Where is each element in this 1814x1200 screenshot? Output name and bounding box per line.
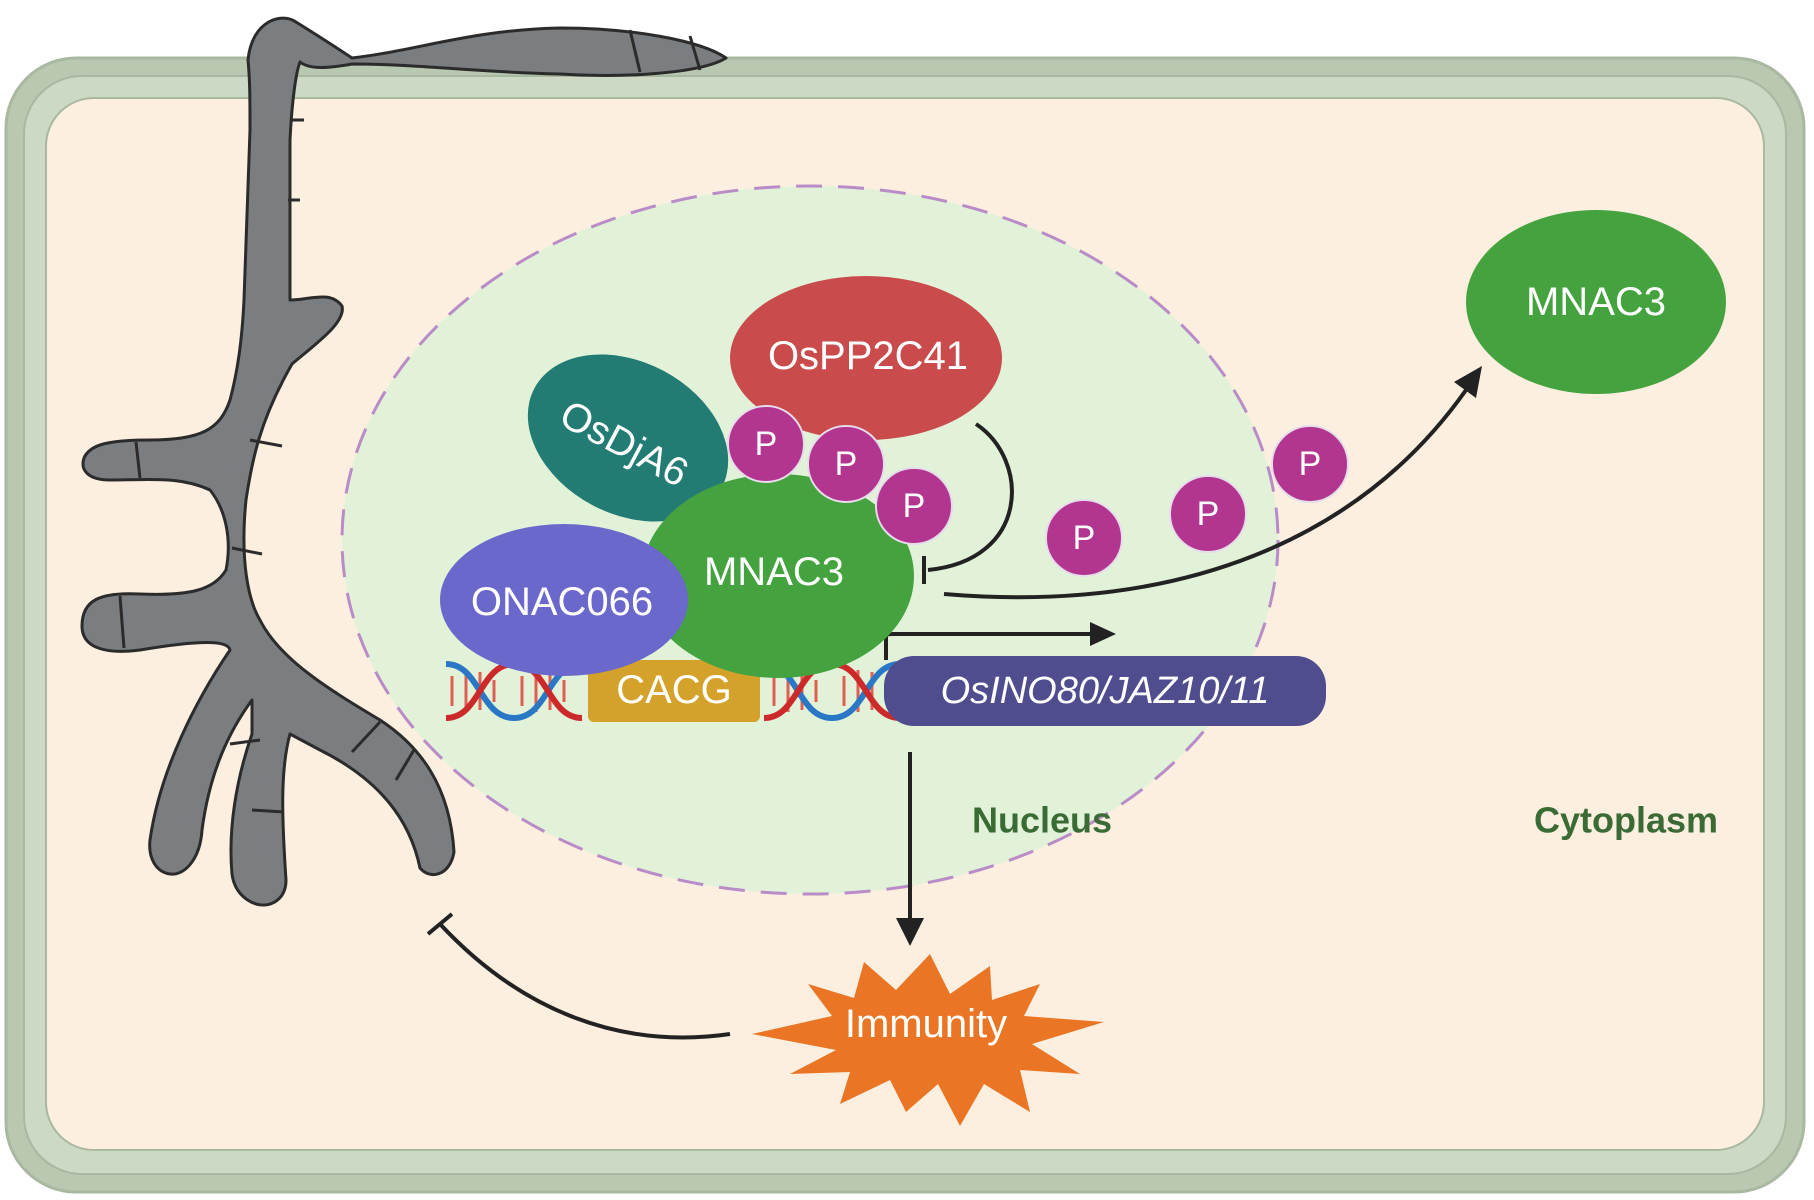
fungal-hypha-icon [80, 16, 728, 907]
osdja6-protein: OsDjA6 [527, 354, 729, 522]
svg-text:P: P [1197, 495, 1220, 533]
phospho-group: P [1045, 499, 1123, 577]
svg-text:P: P [755, 425, 778, 463]
nucleus-label: Nucleus [972, 800, 1112, 841]
mnac3-cytoplasm-label: MNAC3 [1526, 280, 1666, 324]
mnac3-nuclear-protein: MNAC3 [642, 474, 914, 678]
onac066-label: ONAC066 [471, 580, 653, 624]
immunity-label: Immunity [845, 1002, 1007, 1046]
dephosphorylation-inhibition-arrow [927, 422, 1014, 572]
ospp2c41-label: OsPP2C41 [768, 334, 968, 378]
nuclear-export-arrowhead [1454, 366, 1482, 398]
target-gene-box: OsINO80/JAZ10/11 [884, 656, 1326, 726]
svg-text:P: P [1299, 445, 1322, 483]
svg-text:P: P [1073, 519, 1096, 557]
svg-text:P: P [903, 487, 926, 525]
starburst-icon [752, 954, 1104, 1126]
phospho-group: P [807, 425, 885, 503]
phospho-group: P [875, 467, 953, 545]
svg-text:P: P [835, 445, 858, 483]
cacg-label: CACG [616, 668, 732, 712]
nuclear-export-arrow [943, 388, 1468, 600]
target-gene-label: OsINO80/JAZ10/11 [941, 670, 1270, 712]
fungus-inhibition-bar [426, 912, 454, 936]
mnac3-nuclear-label: MNAC3 [704, 550, 844, 594]
phospho-group: P [1271, 425, 1349, 503]
phospho-group: P [1169, 475, 1247, 553]
cacg-element: CACG [588, 660, 760, 722]
immunity-induction-arrowhead [896, 918, 924, 946]
immunity-burst: Immunity [752, 954, 1104, 1126]
onac066-protein: ONAC066 [440, 524, 688, 676]
transcription-arrowhead [1090, 622, 1116, 646]
ospp2c41-protein: OsPP2C41 [730, 276, 1002, 440]
mnac3-cytoplasmic-protein: MNAC3 [1466, 210, 1726, 394]
cytoplasm-label: Cytoplasm [1534, 800, 1718, 841]
fungus-inhibition-arrow [438, 922, 731, 1040]
fungal-hypha-septa [118, 29, 702, 814]
phospho-group: P [727, 405, 805, 483]
